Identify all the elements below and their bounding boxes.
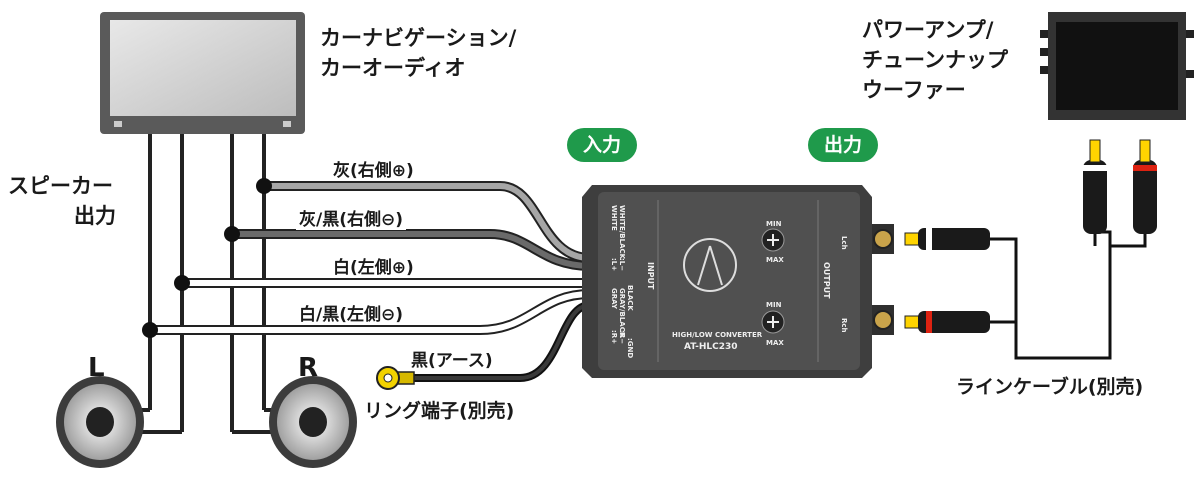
- speaker-out-label-1: スピーカー: [8, 174, 113, 198]
- speaker-right-label: R: [298, 353, 319, 383]
- ring-terminal-label: リング端子(別売): [364, 400, 515, 422]
- wire-label-black: 黒(アース): [408, 346, 496, 371]
- device-pin-3: :R+: [610, 330, 618, 344]
- input-badge: 入力: [567, 128, 637, 162]
- wire-label-white-black: 白/黒(左側⊖): [296, 300, 406, 325]
- device-max-2: MAX: [766, 339, 784, 347]
- device-pin-4: :R−: [618, 330, 626, 344]
- head-unit-monitor: [100, 12, 305, 134]
- converter-device: [582, 185, 894, 378]
- amp-label-3: ウーファー: [862, 78, 966, 102]
- device-color-6: :GND: [626, 338, 634, 358]
- wire-label-gray-black: 灰/黒(右側⊖): [296, 205, 406, 230]
- junction-dots: [142, 178, 272, 338]
- amp-label-2: チューンナップ: [862, 48, 1008, 72]
- output-badge: 出力: [808, 128, 878, 162]
- device-rch: Rch: [840, 318, 848, 333]
- device-lch: Lch: [840, 236, 848, 250]
- device-color-5: GRAY/BLACK: [618, 288, 626, 338]
- level-knob-l[interactable]: [761, 228, 785, 252]
- device-pin-2: :L−: [618, 258, 626, 271]
- level-knob-r[interactable]: [761, 310, 785, 334]
- head-unit-label-2: カーオーディオ: [320, 56, 466, 80]
- device-color-3: BLACK: [626, 285, 634, 311]
- device-input-label: INPUT: [646, 262, 655, 290]
- wire-label-gray: 灰(右側⊕): [330, 156, 417, 181]
- line-cable: [904, 139, 1157, 360]
- device-max-1: MAX: [766, 256, 784, 264]
- device-pin-1: :L+: [610, 258, 618, 271]
- device-subtitle: HIGH/LOW CONVERTER: [672, 331, 763, 339]
- device-color-1: WHITE: [610, 205, 618, 231]
- speaker-left-icon: [56, 376, 144, 468]
- head-unit-label-1: カーナビゲーション/: [320, 26, 517, 50]
- amp-label-1: パワーアンプ/: [862, 18, 994, 42]
- wire-label-white: 白(左側⊕): [330, 253, 417, 278]
- rca-jack-l[interactable]: [872, 224, 894, 254]
- input-wires: [150, 181, 591, 382]
- speaker-left-label: L: [88, 353, 105, 383]
- speaker-right-icon: [269, 376, 357, 468]
- device-min-2: MIN: [766, 301, 782, 309]
- device-output-label: OUTPUT: [822, 262, 831, 299]
- speaker-out-label-2: 出力: [74, 204, 116, 228]
- device-color-4: GRAY: [610, 288, 618, 310]
- line-cable-label: ラインケーブル(別売): [956, 376, 1144, 398]
- device-color-2: WHITE/BLACK: [618, 205, 626, 260]
- rca-jack-r[interactable]: [872, 305, 894, 335]
- device-min-1: MIN: [766, 220, 782, 228]
- ring-terminal-icon: [376, 366, 415, 390]
- device-model: AT-HLC230: [684, 342, 737, 352]
- power-amp: [1040, 12, 1194, 120]
